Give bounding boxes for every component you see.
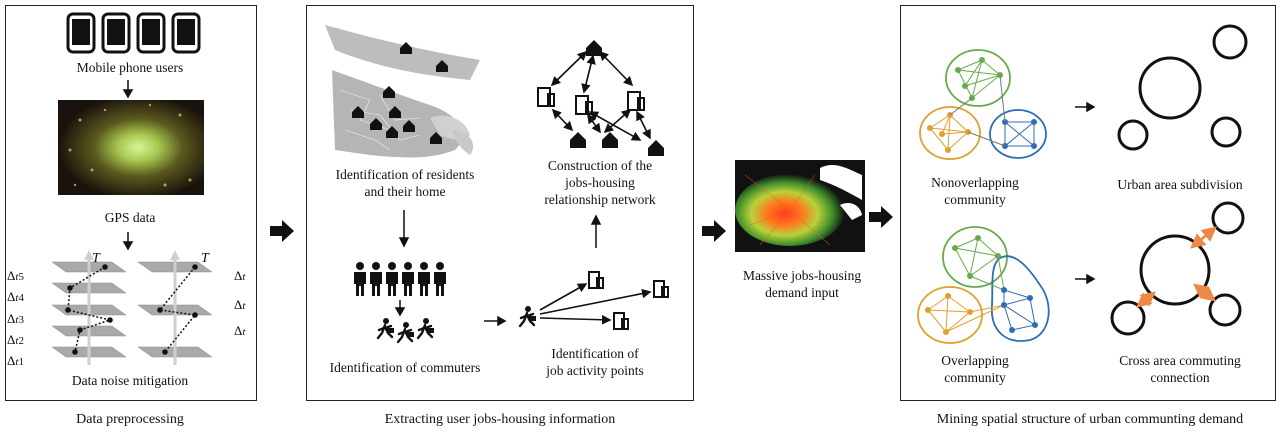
delta-t-label-1: Δt bbox=[234, 268, 246, 283]
job-activity-label: Identification of job activity points bbox=[546, 346, 644, 378]
building-icon bbox=[588, 271, 669, 330]
mobile-phone-users-label: Mobile phone users bbox=[76, 60, 184, 75]
commuters-label: Identification of commuters bbox=[329, 360, 481, 375]
building-icon bbox=[537, 87, 645, 115]
delta-t-label-2: Δt bbox=[234, 297, 246, 312]
gps-data-label: GPS data bbox=[104, 210, 156, 225]
house-icon bbox=[586, 40, 602, 56]
delta-t2-label: Δt2 bbox=[7, 332, 24, 347]
demand-input-label: Massive jobs-housing demand input bbox=[742, 268, 862, 300]
nonoverlapping-label: Nonoverlapping community bbox=[931, 175, 1019, 207]
delta-t3-label: Δt3 bbox=[7, 311, 24, 326]
delta-t-label-3: Δt bbox=[234, 323, 246, 338]
commuter-icon bbox=[376, 318, 434, 344]
commuter-icon bbox=[518, 306, 536, 328]
house-icon bbox=[570, 132, 586, 148]
phone-icon bbox=[66, 12, 201, 54]
house-icon bbox=[602, 132, 618, 148]
delta-t5-label: Δt5 bbox=[7, 268, 24, 283]
delta-t1-label: Δt1 bbox=[7, 353, 24, 368]
cross-area-circles bbox=[1110, 201, 1245, 336]
network-label: Construction of the jobs-housing relatio… bbox=[544, 158, 656, 207]
time-axis-label-left: T bbox=[92, 251, 101, 266]
residents-label: Identification of residents and their ho… bbox=[335, 167, 475, 199]
cross-area-label: Cross area commuting connection bbox=[1119, 353, 1241, 385]
house-icon bbox=[648, 140, 664, 156]
time-axis-label-right: T bbox=[201, 251, 210, 266]
urban-area-subdivision-label: Urban area subdivision bbox=[1117, 177, 1243, 192]
data-preprocessing-caption: Data preprocessing bbox=[76, 412, 184, 427]
person-icon bbox=[354, 262, 446, 296]
urban-area-circles bbox=[1117, 24, 1248, 151]
data-noise-mitigation-label: Data noise mitigation bbox=[71, 373, 189, 388]
overlapping-label: Overlapping community bbox=[941, 353, 1009, 385]
preprocessing-panel bbox=[5, 5, 257, 401]
mining-caption: Mining spatial structure of urban commun… bbox=[936, 412, 1244, 427]
extracting-caption: Extracting user jobs-housing information bbox=[384, 412, 616, 427]
delta-t4-label: Δt4 bbox=[7, 289, 24, 304]
house-icon bbox=[352, 42, 448, 144]
